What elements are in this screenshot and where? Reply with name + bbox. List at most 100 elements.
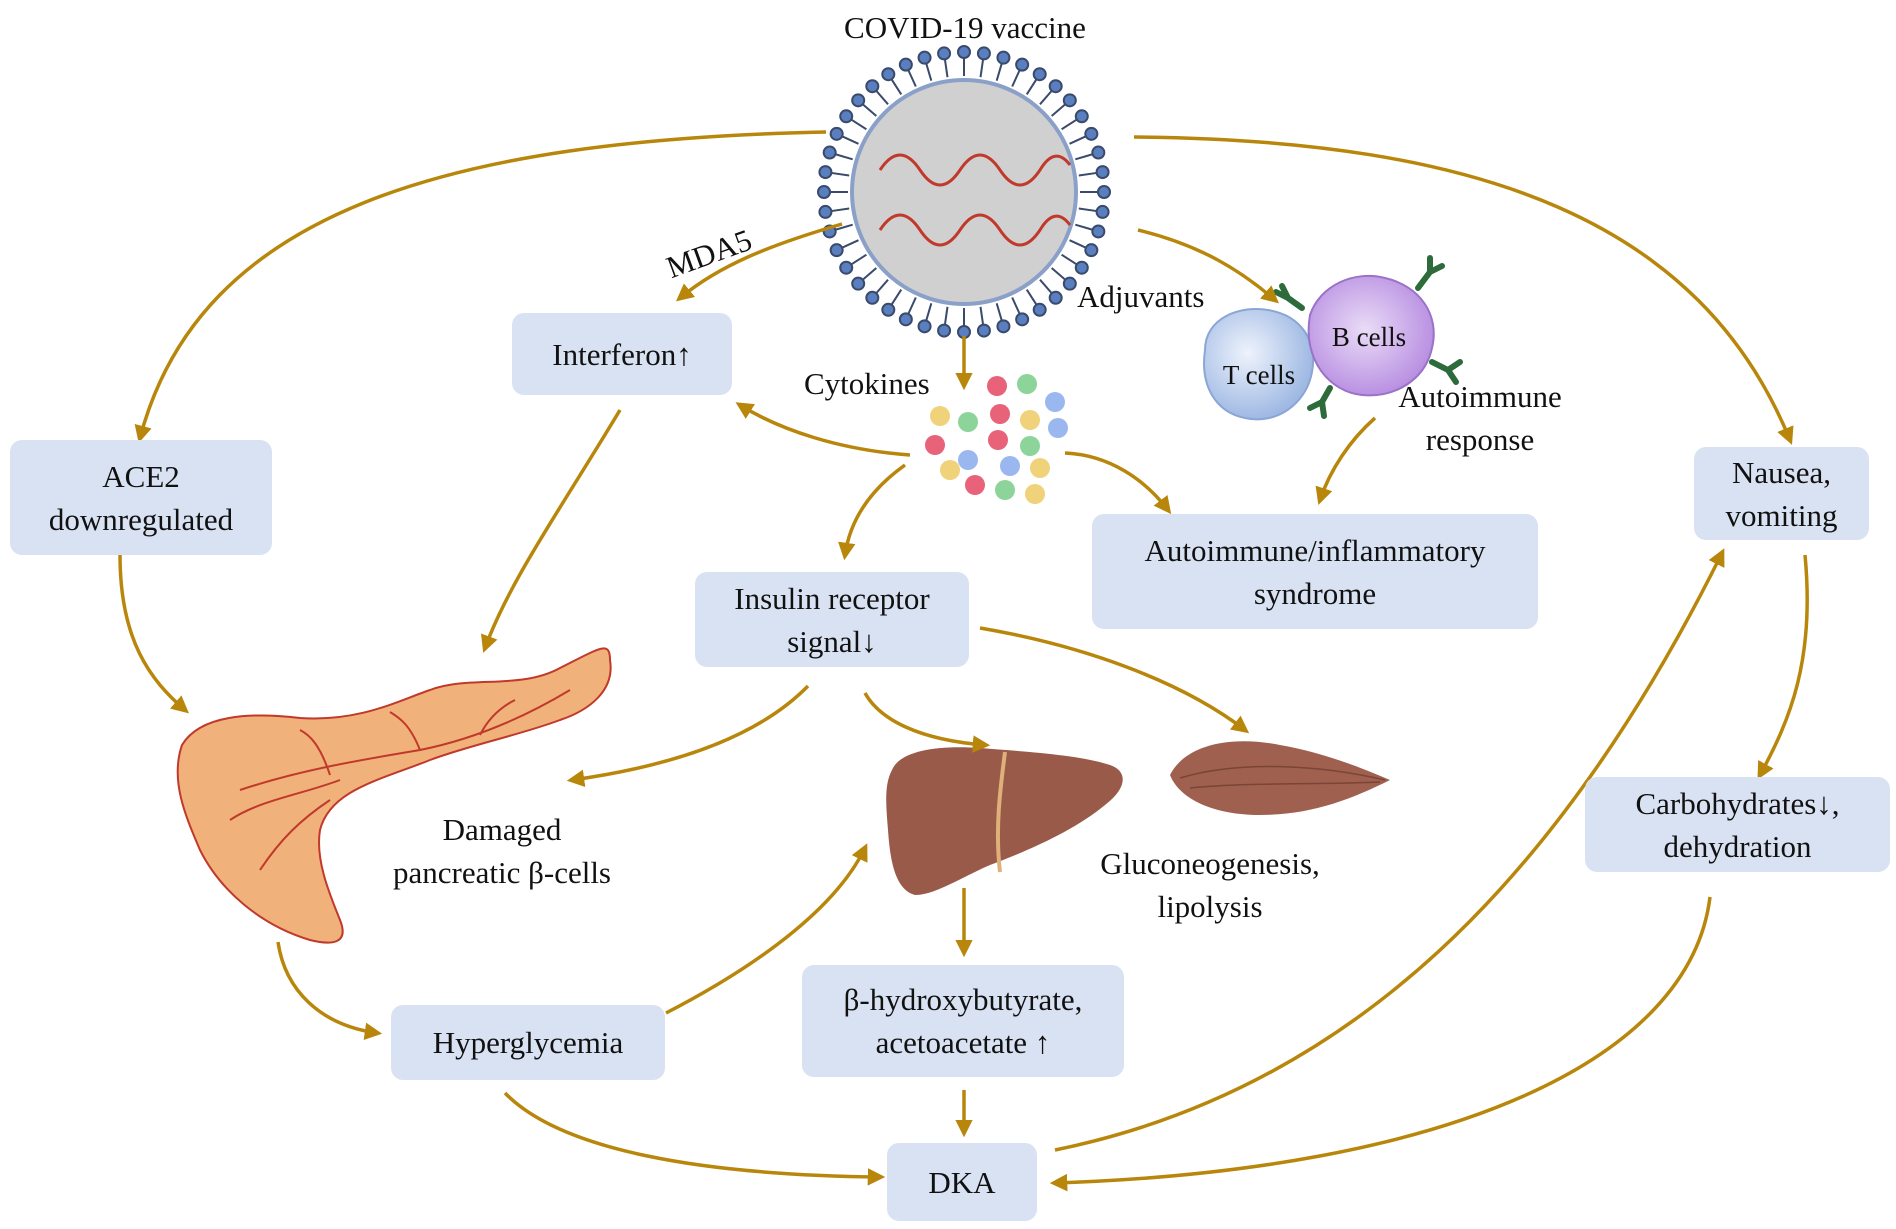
- lipid-tail: [831, 171, 850, 177]
- dka-box: DKA: [887, 1143, 1037, 1221]
- lipid-tail: [979, 306, 985, 325]
- lipid-tail: [1069, 239, 1087, 249]
- arrow-nausea-carbs: [1757, 554, 1809, 780]
- cytokine-dot: [1025, 484, 1045, 504]
- lipid-tail: [1039, 279, 1053, 294]
- lipid-tail: [890, 289, 903, 306]
- gluconeogenesis-label: Gluconeogenesis,lipolysis: [1100, 846, 1320, 924]
- arrow-vaccine-ace2: [134, 130, 827, 444]
- lipid-head: [851, 276, 866, 291]
- lipid-tail: [907, 297, 917, 315]
- lipid-tail: [925, 303, 933, 321]
- lipid-head: [1048, 79, 1063, 94]
- lipid-tail: [835, 223, 853, 231]
- lipid-head: [1032, 67, 1047, 82]
- lipid-head: [1084, 126, 1099, 141]
- arrows: [118, 130, 1809, 1192]
- cytokine-dot: [1020, 410, 1040, 430]
- lipid-head: [957, 45, 971, 59]
- lipid-head: [976, 323, 991, 338]
- lipid-tail: [995, 63, 1003, 81]
- lipid-head: [917, 50, 932, 65]
- lipid-tail: [1061, 253, 1078, 266]
- lipid-tail: [862, 103, 877, 117]
- lipid-head: [898, 312, 913, 327]
- pancreas-illustration: [176, 647, 612, 944]
- cytokine-dot: [995, 480, 1015, 500]
- carbohydrates-box: Carbohydrates↓,dehydration: [1585, 777, 1890, 872]
- arrow-hyperglycemia-liver: [665, 843, 868, 1015]
- liver-illustration: [886, 747, 1123, 895]
- lipid-tail: [875, 90, 889, 105]
- lipid-tail: [862, 267, 877, 281]
- lipid-head: [1074, 109, 1089, 124]
- lipid-head: [881, 67, 896, 82]
- lipid-tail: [1075, 223, 1093, 231]
- lipid-tail: [850, 253, 867, 266]
- lipid-tail: [1025, 78, 1038, 95]
- arrow-vaccine-interferon: [675, 222, 843, 302]
- nausea-box: Nausea,vomiting: [1694, 447, 1869, 540]
- vaccine-particle-illustration: [817, 45, 1111, 339]
- lipid-head: [1091, 145, 1106, 160]
- lipid-tail: [1069, 135, 1087, 145]
- arrow-vaccine-adjuvants: [1137, 228, 1279, 304]
- cytokines-label: Cytokines: [804, 366, 930, 401]
- lipid-head: [839, 260, 854, 275]
- lipid-head: [937, 46, 952, 61]
- cytokine-particles-illustration: [925, 374, 1068, 504]
- lipid-tail: [841, 239, 859, 249]
- lipid-head: [865, 290, 880, 305]
- arrow-interferon-pancreas: [481, 409, 622, 653]
- lipid-tail: [831, 207, 850, 213]
- lipid-head: [839, 109, 854, 124]
- arrow-dka-nausea: [1054, 548, 1725, 1152]
- lipid-tail: [995, 303, 1003, 321]
- arrow-vaccine-nausea: [1133, 135, 1794, 445]
- lipid-tail: [890, 78, 903, 95]
- b-cell-illustration: [1273, 255, 1463, 419]
- cytokine-dot: [987, 376, 1007, 396]
- lipid-head: [996, 50, 1011, 65]
- cytokine-dot: [988, 430, 1008, 450]
- lipid-tail: [1051, 267, 1066, 281]
- lipid-head: [996, 319, 1011, 334]
- lipid-tail: [1078, 171, 1097, 177]
- lipid-head: [822, 145, 837, 160]
- arrow-insulin-pancreas: [566, 684, 810, 787]
- lipid-tail: [875, 279, 889, 294]
- lipid-head: [1095, 204, 1110, 219]
- cytokine-dot: [1020, 436, 1040, 456]
- lipid-tail: [1078, 207, 1097, 213]
- cytokine-dot: [1017, 374, 1037, 394]
- lipid-head: [1095, 165, 1110, 180]
- lipid-head: [1091, 224, 1106, 239]
- lipid-tail: [925, 63, 933, 81]
- lipid-head: [1074, 260, 1089, 275]
- arrow-cytokines-syndrome: [1064, 451, 1172, 515]
- b-cells-label: B cells: [1331, 322, 1407, 352]
- diagram-title: COVID-19 vaccine: [844, 10, 1086, 45]
- lipid-tail: [841, 135, 859, 145]
- lipid-head: [976, 46, 991, 61]
- cytokine-dot: [958, 450, 978, 470]
- lipid-head: [1048, 290, 1063, 305]
- cytokine-dot: [1048, 418, 1068, 438]
- cytokine-dot: [1030, 458, 1050, 478]
- lipid-head: [898, 57, 913, 72]
- lipid-head: [881, 302, 896, 317]
- arrow-carbs-dka: [1049, 896, 1712, 1192]
- lipid-tail: [1039, 90, 1053, 105]
- cytokine-dot: [990, 404, 1010, 424]
- lipid-tail: [850, 118, 867, 131]
- hyperglycemia-box: Hyperglycemia: [391, 1005, 665, 1080]
- lipid-head: [829, 126, 844, 141]
- cytokine-dot: [940, 460, 960, 480]
- lipid-tail: [1011, 69, 1021, 87]
